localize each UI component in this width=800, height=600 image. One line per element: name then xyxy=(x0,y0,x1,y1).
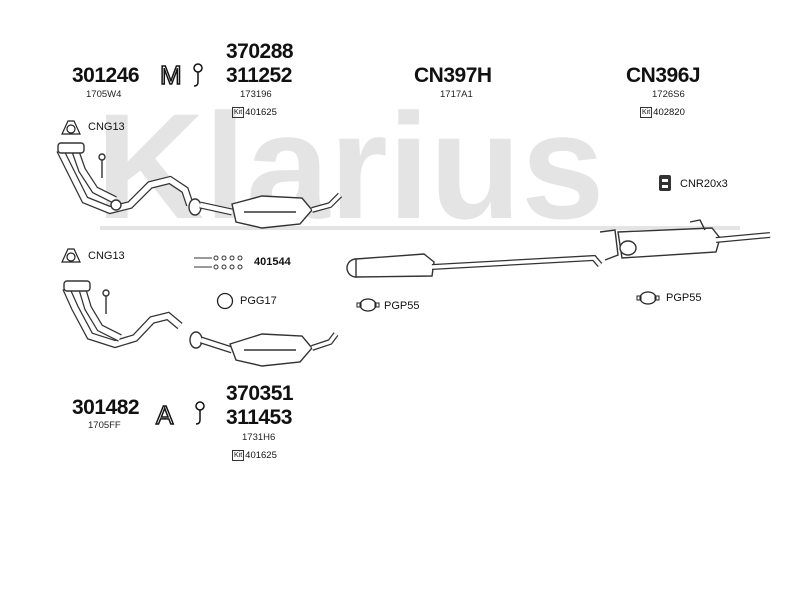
watermark-text: Klarius xyxy=(96,82,605,250)
svg-text:A: A xyxy=(156,400,174,430)
gasket-label: CNG13 xyxy=(88,121,125,133)
part-subcode: 1705FF xyxy=(88,420,121,431)
kit-number: 401625 xyxy=(245,107,277,118)
clamp-label: PGP55 xyxy=(666,292,702,304)
gasket-label: CNG13 xyxy=(88,250,125,262)
gasket-icon xyxy=(61,248,81,263)
klarius-watermark: Klarius xyxy=(96,82,605,250)
mount-label: CNR20x3 xyxy=(680,178,728,190)
part-number-301482: 301482 xyxy=(72,396,140,419)
middle-silencer xyxy=(346,253,603,278)
part-subcode: 173196 xyxy=(240,89,272,100)
kit-label: Kit 401625 xyxy=(232,450,277,461)
part-number-311252: 311252 xyxy=(226,64,292,87)
automatic-transmission-icon: A xyxy=(155,399,205,431)
part-number-cn396j: CN396J xyxy=(626,64,701,87)
catalyst-bottom xyxy=(189,331,339,367)
clamp-icon xyxy=(636,291,660,305)
bolt-kit-label: 401544 xyxy=(254,256,291,268)
clamp-label: PGP55 xyxy=(384,300,420,312)
kit-label: Kit 402820 xyxy=(640,107,685,118)
part-number-cn397h: CN397H xyxy=(414,64,492,87)
part-subcode: 1731H6 xyxy=(242,432,276,443)
part-subcode: 1717A1 xyxy=(440,89,473,100)
part-subcode: 1726S6 xyxy=(652,89,685,100)
gasket-icon xyxy=(61,120,81,135)
part-number-301246: 301246 xyxy=(72,64,140,87)
kit-box: Kit xyxy=(640,107,653,118)
svg-text:M: M xyxy=(160,60,182,90)
ring-gasket-icon xyxy=(216,292,234,310)
front-pipe-top xyxy=(56,142,194,215)
kit-number: 401625 xyxy=(245,450,277,461)
part-number-370288: 370288 xyxy=(226,40,294,63)
part-number-370351: 370351 xyxy=(226,382,294,405)
kit-label: Kit 401625 xyxy=(232,107,277,118)
catalyst-top xyxy=(188,192,343,229)
rear-silencer xyxy=(599,219,771,261)
front-pipe-bottom xyxy=(62,280,183,349)
bolt-kit-icon xyxy=(194,255,243,270)
manual-transmission-icon: M xyxy=(159,59,203,91)
part-number-311453: 311453 xyxy=(226,406,292,429)
watermark-underline xyxy=(100,226,740,230)
kit-box: Kit xyxy=(232,450,245,461)
kit-number: 402820 xyxy=(653,107,685,118)
ring-gasket-label: PGG17 xyxy=(240,295,277,307)
kit-box: Kit xyxy=(232,107,245,118)
part-subcode: 1705W4 xyxy=(86,89,122,100)
rubber-mount-icon xyxy=(659,175,671,191)
clamp-icon xyxy=(356,298,380,312)
